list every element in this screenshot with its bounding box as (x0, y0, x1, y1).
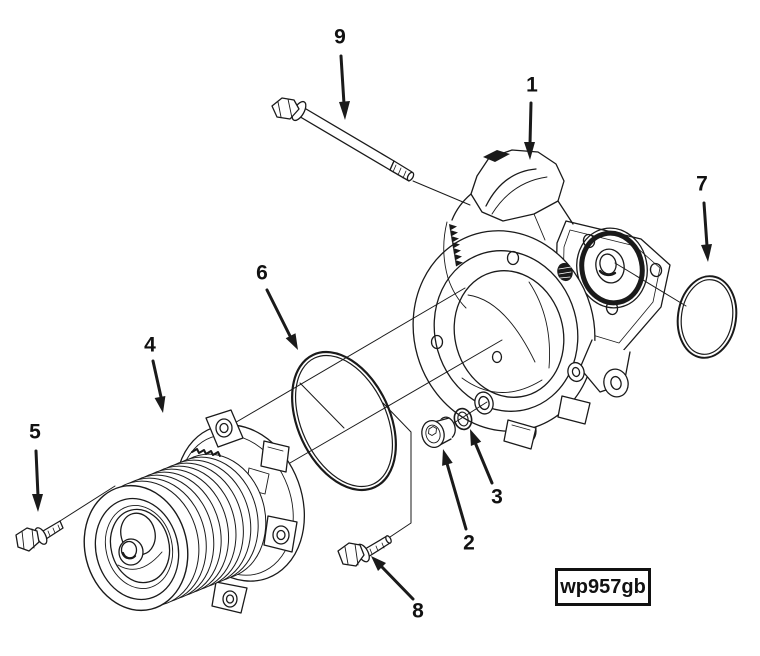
long-bolt (271, 97, 415, 182)
water-pump-housing (412, 149, 671, 450)
sealing-washer (453, 407, 473, 431)
o-ring-small (676, 275, 738, 359)
callout-label-8: 8 (412, 599, 424, 623)
figure-code-text: wp957gb (560, 575, 646, 598)
callout-label-3: 3 (491, 485, 503, 509)
callout-arrows (32, 54, 712, 601)
arrow-6 (265, 288, 298, 350)
callout-label-7: 7 (696, 172, 708, 196)
arrow-1 (524, 101, 535, 160)
pulley-bolt (15, 520, 64, 552)
arrow-2 (442, 449, 468, 531)
figure-code-box: wp957gb (555, 568, 651, 606)
arrow-3 (470, 429, 494, 485)
arrow-9 (339, 54, 350, 120)
plug (421, 416, 456, 449)
callout-label-6: 6 (256, 261, 268, 285)
o-ring-large (291, 350, 397, 492)
callout-label-1: 1 (526, 73, 538, 97)
callout-label-9: 9 (334, 25, 346, 49)
arrow-4 (151, 359, 166, 413)
arrow-7 (701, 201, 712, 262)
pulley-assembly (83, 409, 306, 614)
arrow-5 (32, 449, 43, 512)
mounting-bolt (337, 535, 392, 567)
callout-label-2: 2 (463, 531, 475, 555)
callout-label-4: 4 (144, 333, 156, 357)
callout-label-5: 5 (29, 420, 41, 444)
arrow-8 (371, 556, 415, 601)
